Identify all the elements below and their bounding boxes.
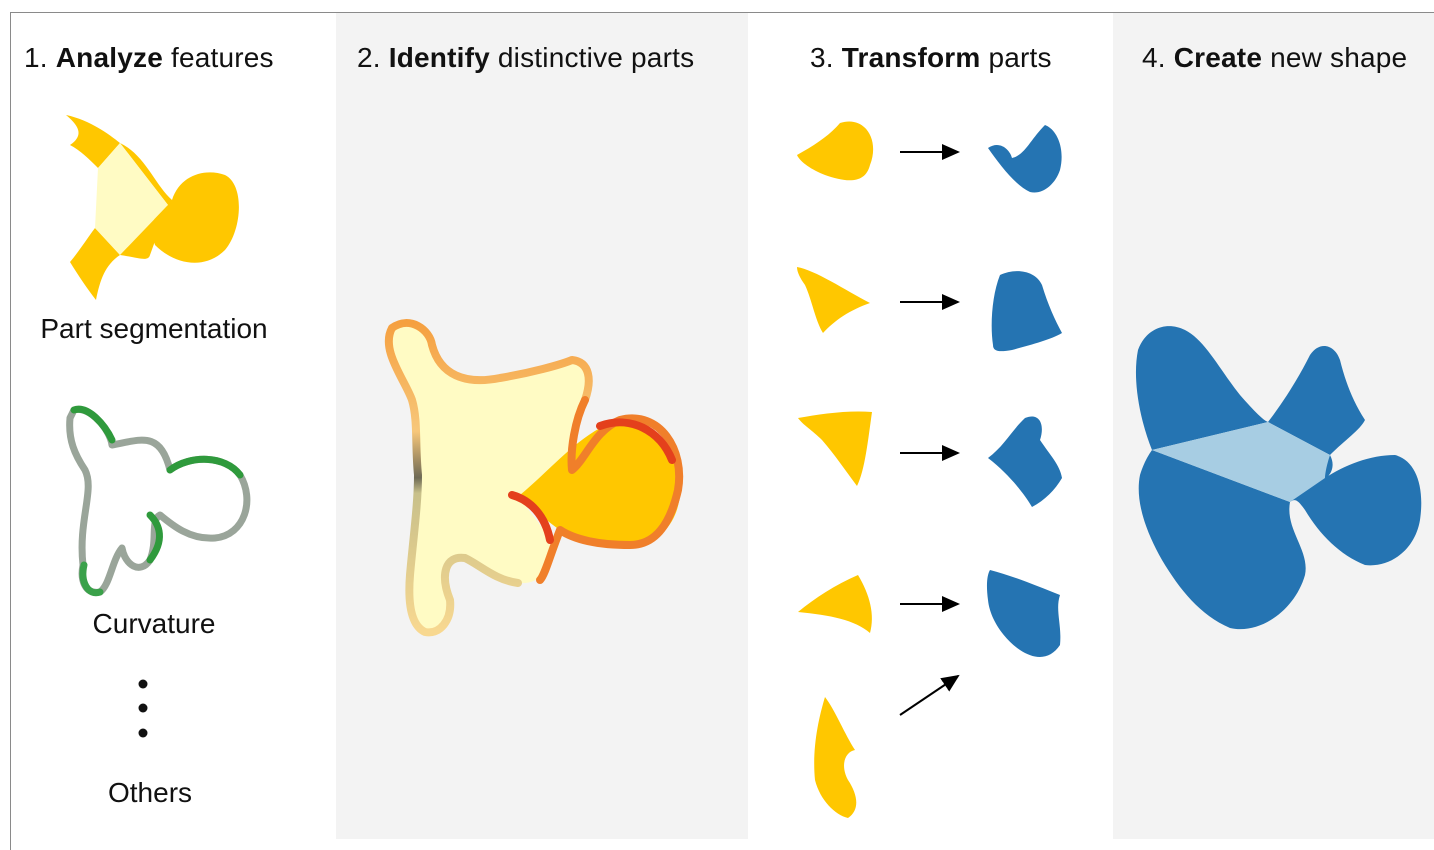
curvature-high-1 xyxy=(74,409,112,440)
curvature-outline xyxy=(70,409,247,592)
yellow-part-3 xyxy=(798,411,872,486)
yellow-part-5 xyxy=(814,697,856,818)
blue-part-3 xyxy=(988,417,1062,507)
curvature-high-4 xyxy=(83,565,100,593)
segmented-shape xyxy=(66,115,239,300)
blue-part-4 xyxy=(987,570,1060,657)
ellipsis-dot-3 xyxy=(139,729,148,738)
blue-part-1 xyxy=(988,125,1062,193)
new-shape xyxy=(1136,326,1421,629)
ellipsis-dot-2 xyxy=(139,704,148,713)
arrow-5 xyxy=(900,676,958,715)
yellow-part-4 xyxy=(798,575,872,633)
yellow-part-1 xyxy=(797,121,873,180)
curvature-high-2 xyxy=(170,459,240,475)
yellow-part-2 xyxy=(797,267,870,333)
distinctive-shape xyxy=(389,323,680,632)
blue-part-2 xyxy=(992,271,1062,351)
ellipsis-dot-1 xyxy=(139,680,148,689)
